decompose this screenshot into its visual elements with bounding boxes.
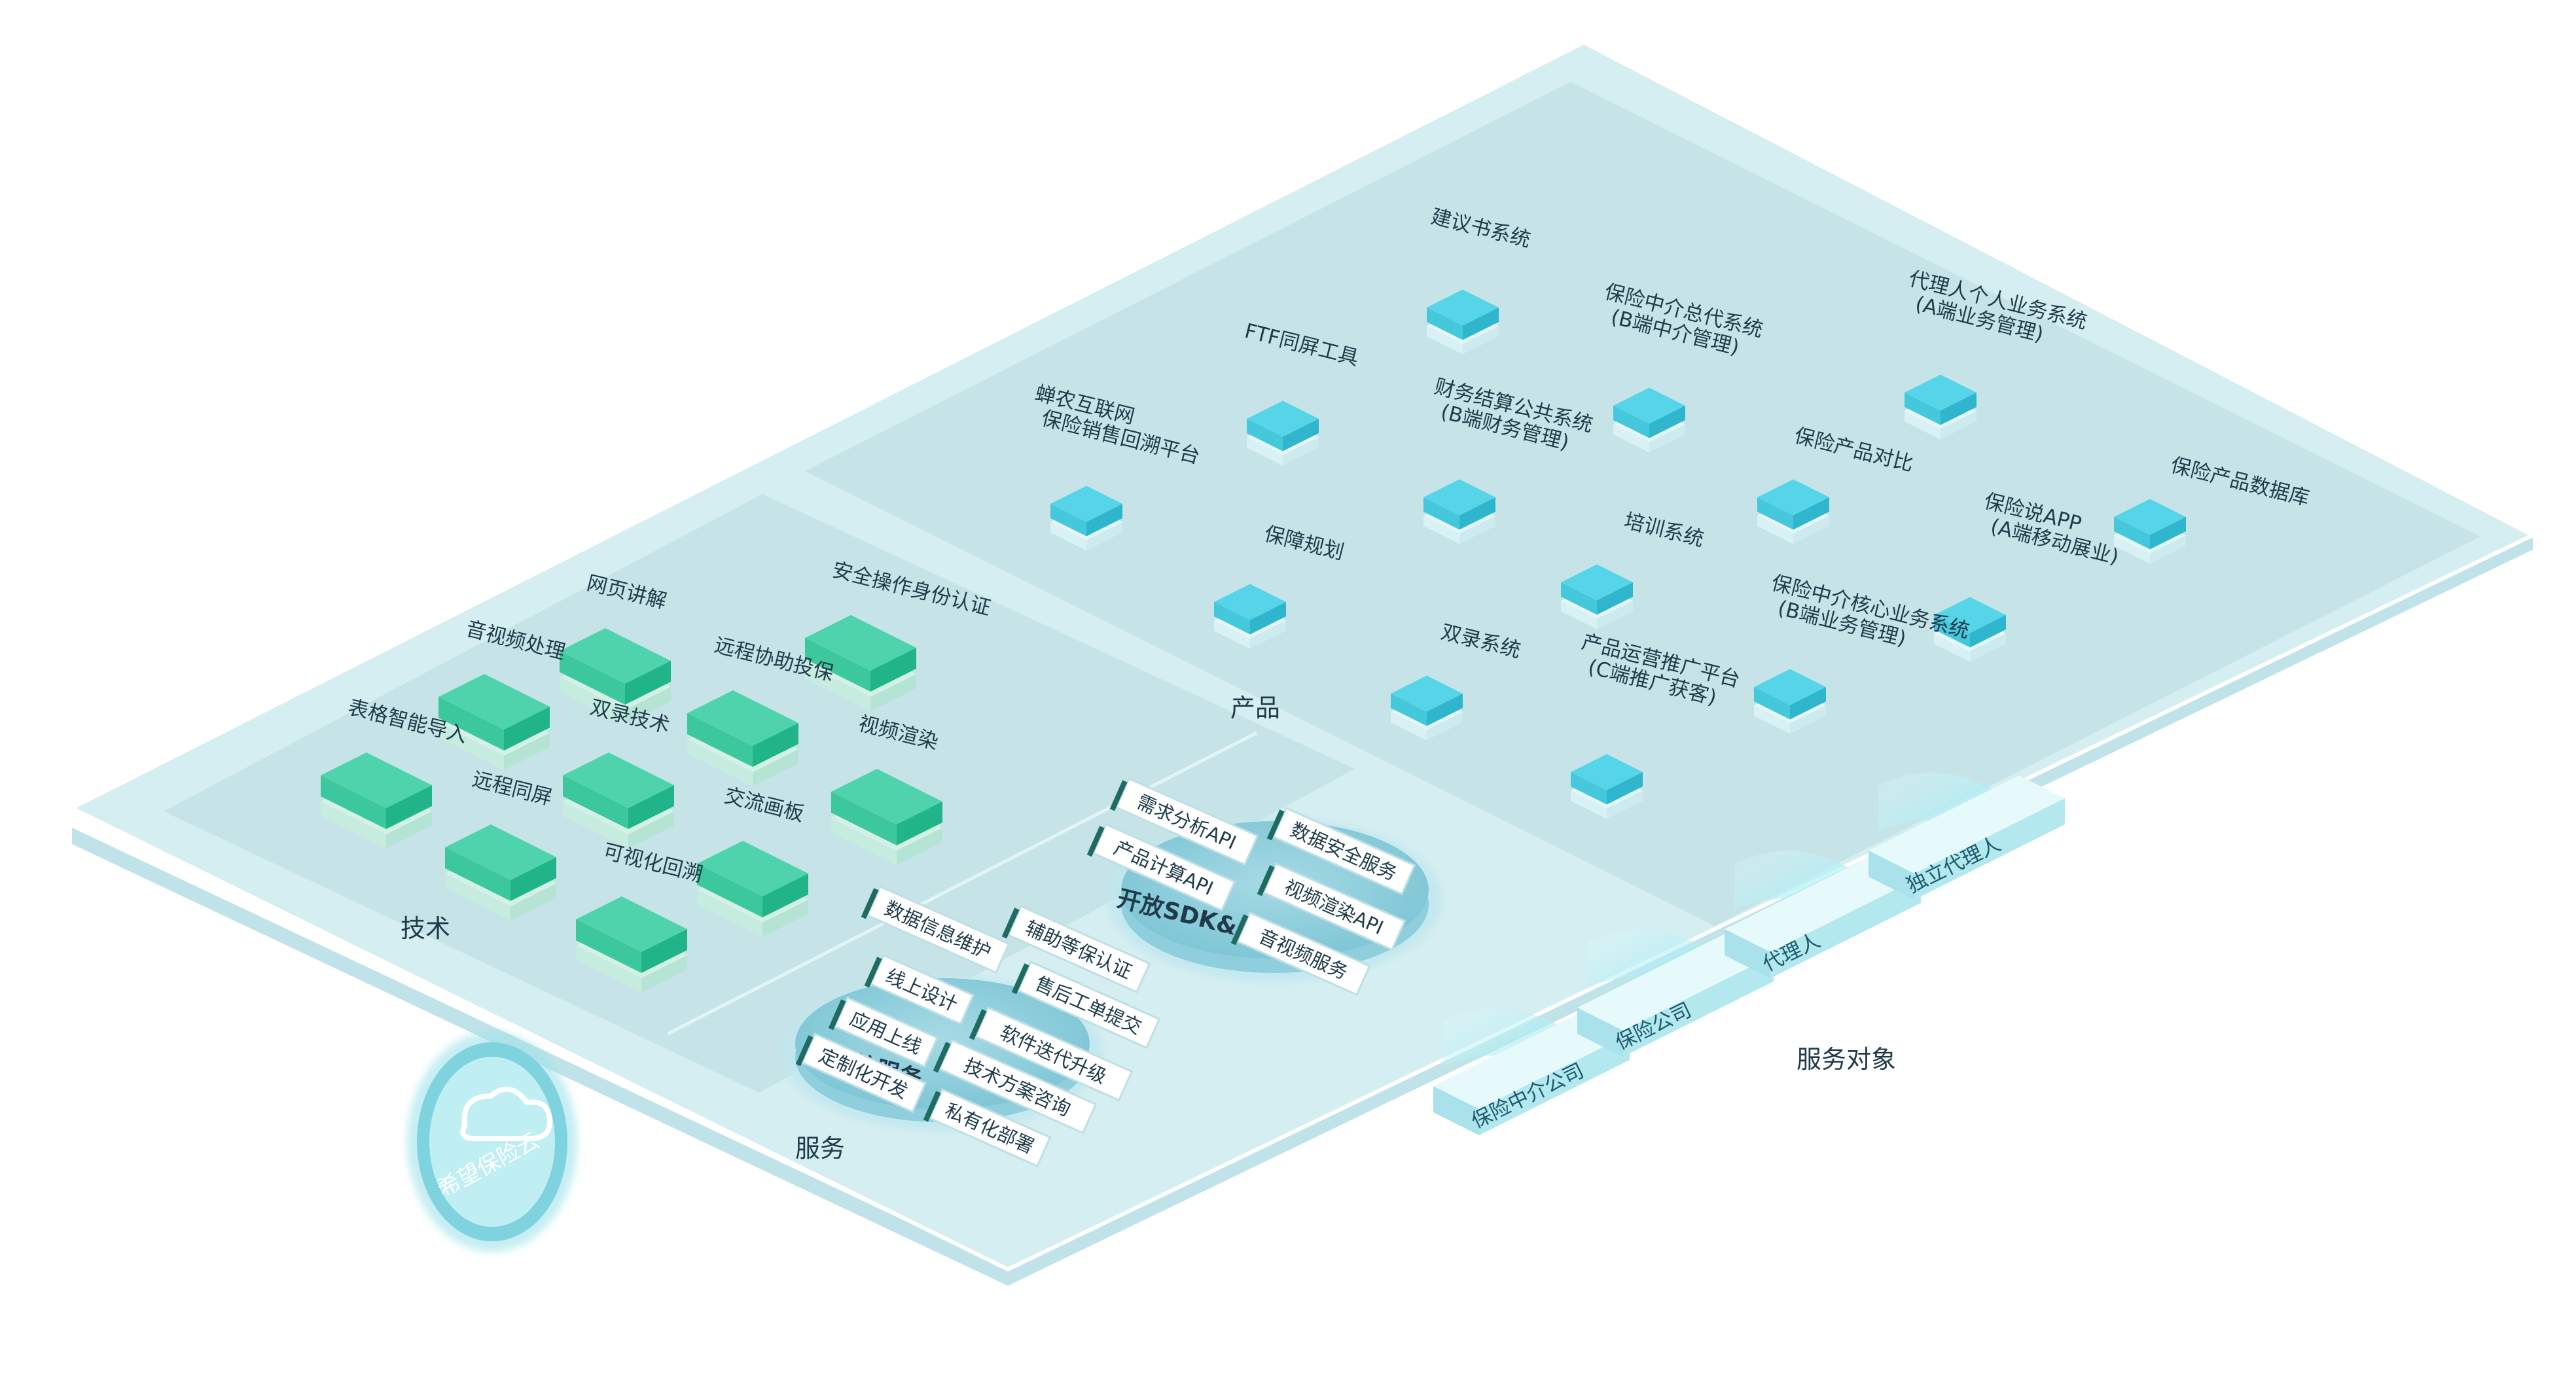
service-tag: 线上设计 xyxy=(864,954,975,1025)
zone-product xyxy=(805,82,2480,926)
audience-block: 代理人 xyxy=(1725,851,1921,978)
section-label-audience: 服务对象 xyxy=(1797,1045,1896,1074)
zone-divider xyxy=(666,731,1258,1036)
cloud-badge: 希望保险云 xyxy=(407,1032,577,1252)
audience-block: 独立代理人 xyxy=(1869,772,2065,900)
traditional-service-tags: 数据信息维护辅助等保认证线上设计售后工单提交应用上线软件迭代升级定制化开发技术方… xyxy=(795,885,1161,1168)
tech-module: 音视频处理 xyxy=(438,617,567,770)
zone-tech-service xyxy=(164,494,1355,1093)
platform-side xyxy=(72,535,2533,1286)
section-label-tech: 技术 xyxy=(401,914,450,943)
section-label-service: 服务 xyxy=(795,1134,845,1163)
section-label-product: 产品 xyxy=(1230,694,1280,722)
tech-module: 交流画板 xyxy=(697,784,808,937)
cloud-icon xyxy=(460,1086,553,1141)
tech-modules: 网页讲解安全操作身份认证音视频处理远程协助投保表格智能导入双录技术视频渲染远程同… xyxy=(321,558,993,993)
